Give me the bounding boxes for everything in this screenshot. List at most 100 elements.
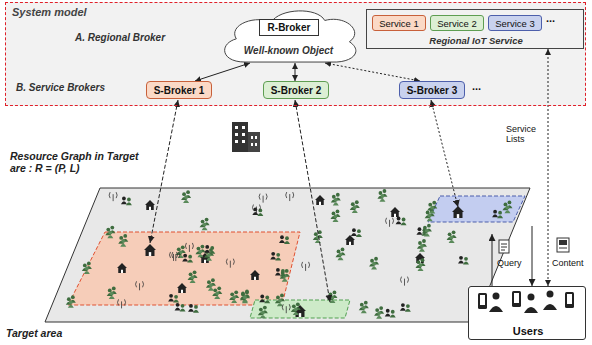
person-icon [209,246,215,254]
antenna-icon [252,205,260,214]
person-icon [374,308,380,316]
antenna-icon [282,304,290,313]
person-icon [107,231,113,239]
antenna-icon [401,277,409,286]
region-1 [68,232,300,305]
person-icon [401,218,407,226]
person-icon [359,303,365,311]
person-icon [109,291,115,299]
antenna-icon [185,243,193,252]
dots-label: ... [546,12,555,24]
users-ground [468,286,586,340]
person-icon [252,208,258,216]
person-icon [291,304,297,312]
person-icon [229,292,235,300]
person-icon [118,236,124,244]
antenna-icon [136,281,144,290]
person-icon [415,260,421,268]
person-icon [315,235,321,243]
person-icon [405,304,411,312]
person-icon [293,307,299,315]
user-icons [478,291,574,314]
broker-box: S-Broker 2 [263,81,329,99]
query-arrow [492,234,493,286]
content-icon [557,238,569,252]
person-icon [275,268,281,276]
content-arrow [532,226,533,286]
person-icon [202,223,208,231]
house-icon [144,244,156,256]
node-text: S-Broker 1 [154,85,205,96]
house-icon [315,195,325,205]
person-icon [173,295,179,303]
person-icon [259,295,265,303]
person-icon [338,253,344,261]
person-icon [379,194,385,202]
person-icon [204,245,210,253]
person-icon [178,250,184,258]
node-text: Service 1 [379,18,419,29]
person-icon [258,308,264,316]
service-box: Service 2 [430,15,484,31]
house-icon [345,235,355,245]
res-label: Resource Graph in Target are : R = (P, L… [10,150,145,174]
small-label: Query [497,258,522,268]
person-icon [336,250,342,258]
cloud-shape: Well-known Object R-Broker [216,5,361,63]
node-text: Users [469,325,587,337]
person-icon [176,247,182,255]
person-icon [188,304,194,312]
person-icon [175,303,181,311]
person-icon [329,295,335,303]
person-icon [377,191,383,199]
person-icon [183,195,189,203]
person-icon [417,263,423,271]
person-icon [105,228,111,236]
house-icon [117,263,127,273]
person-icon [277,299,283,307]
person-icon [200,220,206,228]
person-icon [284,236,290,244]
antenna-icon [286,192,294,201]
person-icon [193,305,199,313]
person-icon [197,250,203,258]
house-icon [452,206,464,218]
person-icon [332,215,338,223]
broker-leader [150,100,178,243]
node-text: Service 2 [437,18,477,29]
head-label: A. Regional Broker [75,32,165,43]
person-icon [356,229,362,237]
person-icon [231,295,237,303]
person-icon [214,291,220,299]
person-icon [369,259,375,267]
region-3 [428,196,525,222]
person-icon [350,202,356,210]
person-icon [275,296,281,304]
person-icon [429,206,435,214]
target-label: Target area [6,327,62,339]
person-icon [424,229,430,237]
person-icon [463,257,469,265]
service-box: Service 1 [372,15,426,31]
person-icon [416,227,422,235]
head-label: B. Service Brokers [16,82,105,93]
person-icon [427,214,433,222]
node-text: S-Broker 3 [407,85,458,96]
node-text: Well-known Object [216,45,361,56]
person-icon [126,198,132,206]
person-icon [204,250,210,258]
person-icon [492,210,498,218]
broker-box: R-Broker [259,19,319,36]
person-icon [120,239,126,247]
person-icon [279,235,285,243]
person-icon [182,254,188,262]
person-icon [371,262,377,270]
person-icon [396,217,402,225]
person-icon [497,211,503,219]
person-icon [327,292,333,300]
person-icon [188,272,194,280]
person-icon [82,264,88,272]
house-icon [250,270,260,280]
edge-label: Service Lists [506,124,546,145]
